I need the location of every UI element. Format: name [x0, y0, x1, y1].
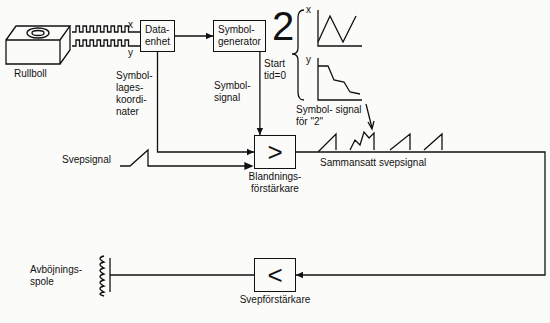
- y-waveform: [318, 66, 360, 94]
- connector-label: Symbol- signal: [214, 80, 251, 104]
- text-label: Symbol- signal för "2": [296, 104, 362, 128]
- text-label: x: [306, 4, 311, 16]
- axis: [318, 10, 362, 46]
- text-label: Rullboll: [14, 68, 47, 80]
- axis: [318, 58, 362, 100]
- text-label: y: [306, 54, 311, 66]
- text-label: x: [128, 19, 133, 31]
- trackball-housing: [6, 26, 70, 64]
- amplifier-box: < Svepförstärkare: [240, 258, 311, 306]
- amplifier-frame: >: [254, 135, 296, 169]
- connector: [175, 35, 213, 36]
- connector-label: Symbol- lages- koordi- nater: [116, 70, 153, 118]
- text-label: Svepsignal: [62, 154, 111, 166]
- x-waveform: [318, 16, 356, 42]
- connector: [259, 52, 260, 135]
- amplifier-symbol: <: [267, 260, 282, 290]
- process-box: Symbol- generator: [213, 20, 266, 52]
- text-label: Start tid=0: [264, 58, 294, 82]
- amplifier-name: Blandnings- förstärkare: [249, 171, 302, 195]
- coil: [100, 256, 110, 296]
- wire: [110, 274, 255, 275]
- box-label: Symbol- generator: [218, 24, 261, 48]
- amplifier-name: Svepförstärkare: [240, 294, 311, 306]
- process-box: Data- enhet: [140, 20, 175, 52]
- trackball-ball: [27, 28, 49, 38]
- composite-waveform: [318, 132, 442, 152]
- text-label: 2: [272, 4, 294, 48]
- box-label: Data- enhet: [145, 24, 170, 48]
- pulse-train: [72, 40, 140, 46]
- connector: [158, 52, 255, 152]
- pointer-arrow: [368, 121, 374, 129]
- trackball-ball: [32, 31, 44, 36]
- amplifier-frame: <: [254, 258, 296, 292]
- text-label: Avböjnings- spole: [30, 264, 82, 288]
- text-label: y: [128, 47, 133, 59]
- text-label: Sammansatt svepsignal: [320, 157, 426, 169]
- amplifier-symbol: >: [267, 137, 282, 167]
- arrow-head: [245, 163, 252, 169]
- connector: [296, 152, 545, 275]
- amplifier-box: > Blandnings- förstärkare: [249, 135, 302, 195]
